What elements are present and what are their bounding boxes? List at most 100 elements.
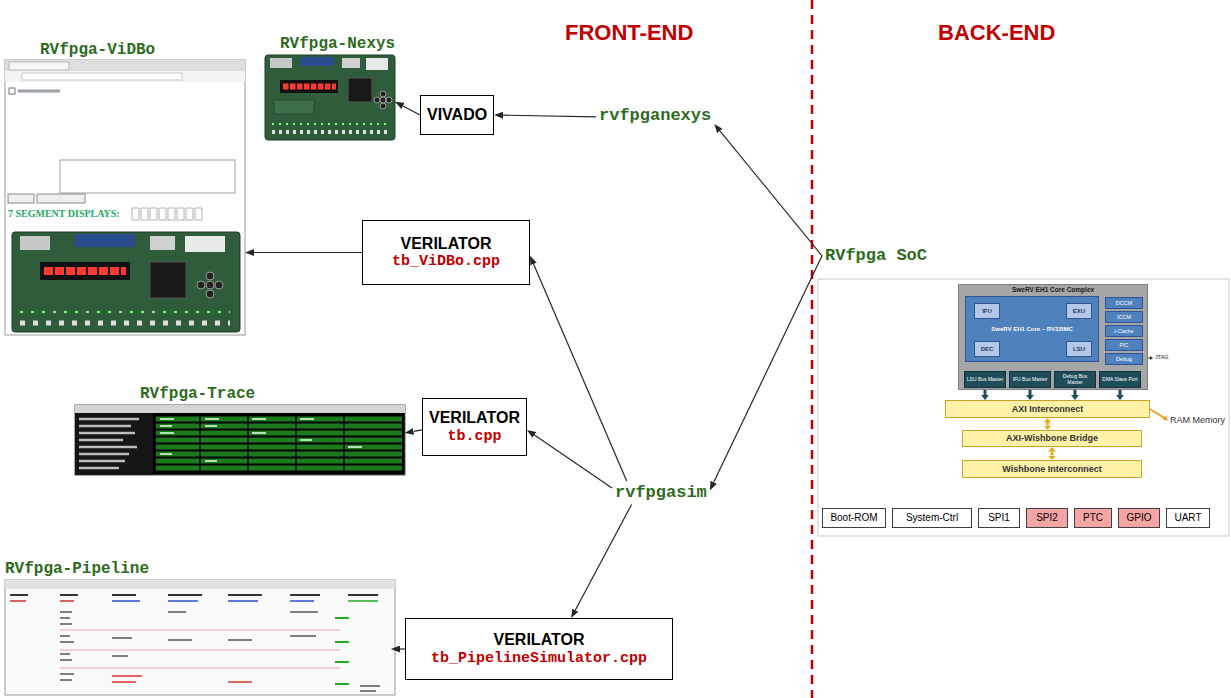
node-label: DEC — [981, 346, 994, 353]
browser-button — [37, 194, 85, 203]
node-label: IFU — [982, 308, 992, 315]
illustration-frame: RVfpga-Nexys — [265, 55, 395, 140]
node-label: AXI Interconnect — [1012, 404, 1084, 414]
memory-box: I-Cache — [1105, 325, 1143, 337]
command-label: rvfpgasim — [612, 481, 710, 505]
bus-port-box: DMA Slave Port — [1099, 371, 1141, 388]
file-name: tb.cpp — [447, 428, 501, 445]
node-label: ICCM — [1117, 314, 1131, 320]
node-label: SweRV EH1 Core – RV32IMC — [991, 326, 1072, 333]
node-label: PIC — [1119, 342, 1128, 348]
memory-box: DCCM — [1105, 297, 1143, 309]
figure-title: RVfpga-Nexys — [280, 35, 395, 53]
pipeline-title-bar — [5, 580, 395, 589]
soc-picture-frame — [818, 279, 1229, 536]
memory-box: PIC — [1105, 339, 1143, 351]
board-button — [380, 103, 386, 109]
node-label: SPI2 — [1036, 512, 1058, 524]
memory-box: ICCM — [1105, 311, 1143, 323]
node-label: RAM Memory — [1170, 415, 1225, 425]
node-label: AXI-Wishbone Bridge — [1006, 433, 1098, 443]
node-label: DCCM — [1116, 300, 1133, 306]
browser-address-bar — [22, 73, 182, 80]
tool-box: VIVADO — [420, 95, 494, 135]
command-label: rvfpganexys — [596, 104, 714, 128]
node-label: IFU Bus Master — [1013, 377, 1048, 383]
peripheral-box: SPI2 — [1026, 508, 1068, 528]
file-name: tb_PipelineSimulator.cpp — [431, 650, 647, 667]
figure-title: RVfpga-ViDBo — [40, 41, 155, 59]
board-seven-segment — [280, 80, 338, 93]
vidbo-screenshot — [5, 60, 245, 335]
node-label: VERILATOR — [429, 409, 520, 427]
board-button — [206, 272, 214, 280]
wave-bars — [156, 419, 402, 468]
interconnect-box: AXI-Wishbone Bridge — [962, 430, 1142, 447]
board-port — [270, 58, 292, 68]
board-button — [206, 290, 214, 298]
browser-tiny-text — [18, 90, 60, 93]
node-label: rvfpganexys — [599, 106, 711, 126]
board-component — [274, 100, 314, 114]
node-label: I-Cache — [1114, 328, 1133, 334]
jtag-arrowhead — [1150, 356, 1153, 360]
board-ethernet-port — [366, 58, 388, 70]
node-label: VERILATOR — [494, 631, 585, 649]
trace-screenshot — [75, 405, 405, 475]
illustration-frame: RVfpga-ViDBo — [5, 60, 245, 335]
seven-segment-boxes — [132, 208, 202, 220]
screen-label: 7 SEGMENT DISPLAYS: — [8, 208, 120, 220]
board-button — [215, 281, 223, 289]
board-button — [386, 97, 392, 103]
node-label: EXU — [1073, 308, 1085, 315]
peripheral-box: Boot-ROM — [822, 508, 886, 528]
connector-arrow — [414, 430, 423, 432]
board-port — [20, 236, 50, 250]
board-pcb — [12, 232, 240, 332]
board-vga-port — [75, 234, 135, 247]
memory-label: RAM Memory — [1168, 414, 1227, 426]
bus-port-box: IFU Bus Master — [1009, 371, 1051, 388]
signal-column — [75, 413, 153, 475]
peripheral-box: SPI1 — [978, 508, 1020, 528]
node-label: Boot-ROM — [830, 512, 877, 524]
pipeline-green-marks — [335, 618, 349, 684]
board-digits — [283, 84, 336, 90]
board-switches — [20, 321, 230, 326]
pipeline-red-marks — [10, 600, 74, 602]
connector-arrow — [720, 131, 822, 256]
core-complex-box: SweRV EH1 Core ComplexSweRV EH1 Core – R… — [958, 284, 1148, 390]
node-label: GPIO — [1126, 512, 1151, 524]
section-heading: FRONT-END — [565, 20, 693, 45]
board-leds — [20, 311, 230, 313]
unit-box: LSU — [1066, 341, 1092, 357]
browser-tab — [9, 62, 69, 70]
tool-box: VERILATORtb_ViDBo.cpp — [362, 220, 530, 285]
connector-arrow — [1051, 452, 1054, 456]
connector-arrow — [1046, 423, 1049, 426]
node-label: Debug Bus Master — [1056, 374, 1094, 386]
peripheral-box: PTC — [1074, 508, 1112, 528]
connector-arrow — [714, 256, 822, 483]
browser-tab-bar — [5, 60, 245, 71]
wave-values — [160, 419, 362, 461]
pipeline-green-marks — [348, 600, 378, 602]
illustration-frame: RVfpga-Pipeline — [5, 580, 395, 695]
node-label: SPI1 — [988, 512, 1010, 524]
board-button — [380, 91, 386, 97]
board-digits — [44, 267, 126, 275]
node-label: LSU Bus Master — [967, 377, 1003, 383]
pin-label: JTAG — [1155, 354, 1169, 360]
node-label: System-Ctrl — [906, 512, 958, 524]
wave-window — [75, 405, 405, 475]
tool-box: VERILATORtb.cpp — [422, 398, 527, 456]
peripheral-box: GPIO — [1118, 508, 1160, 528]
browser-checkbox — [9, 88, 15, 94]
board-button — [206, 281, 214, 289]
interconnect-box: AXI Interconnect — [945, 400, 1150, 418]
board-seven-segment — [40, 262, 130, 280]
pipeline-header-marks — [10, 594, 378, 596]
connector-arrow — [534, 435, 612, 488]
peripheral-box: System-Ctrl — [892, 508, 972, 528]
